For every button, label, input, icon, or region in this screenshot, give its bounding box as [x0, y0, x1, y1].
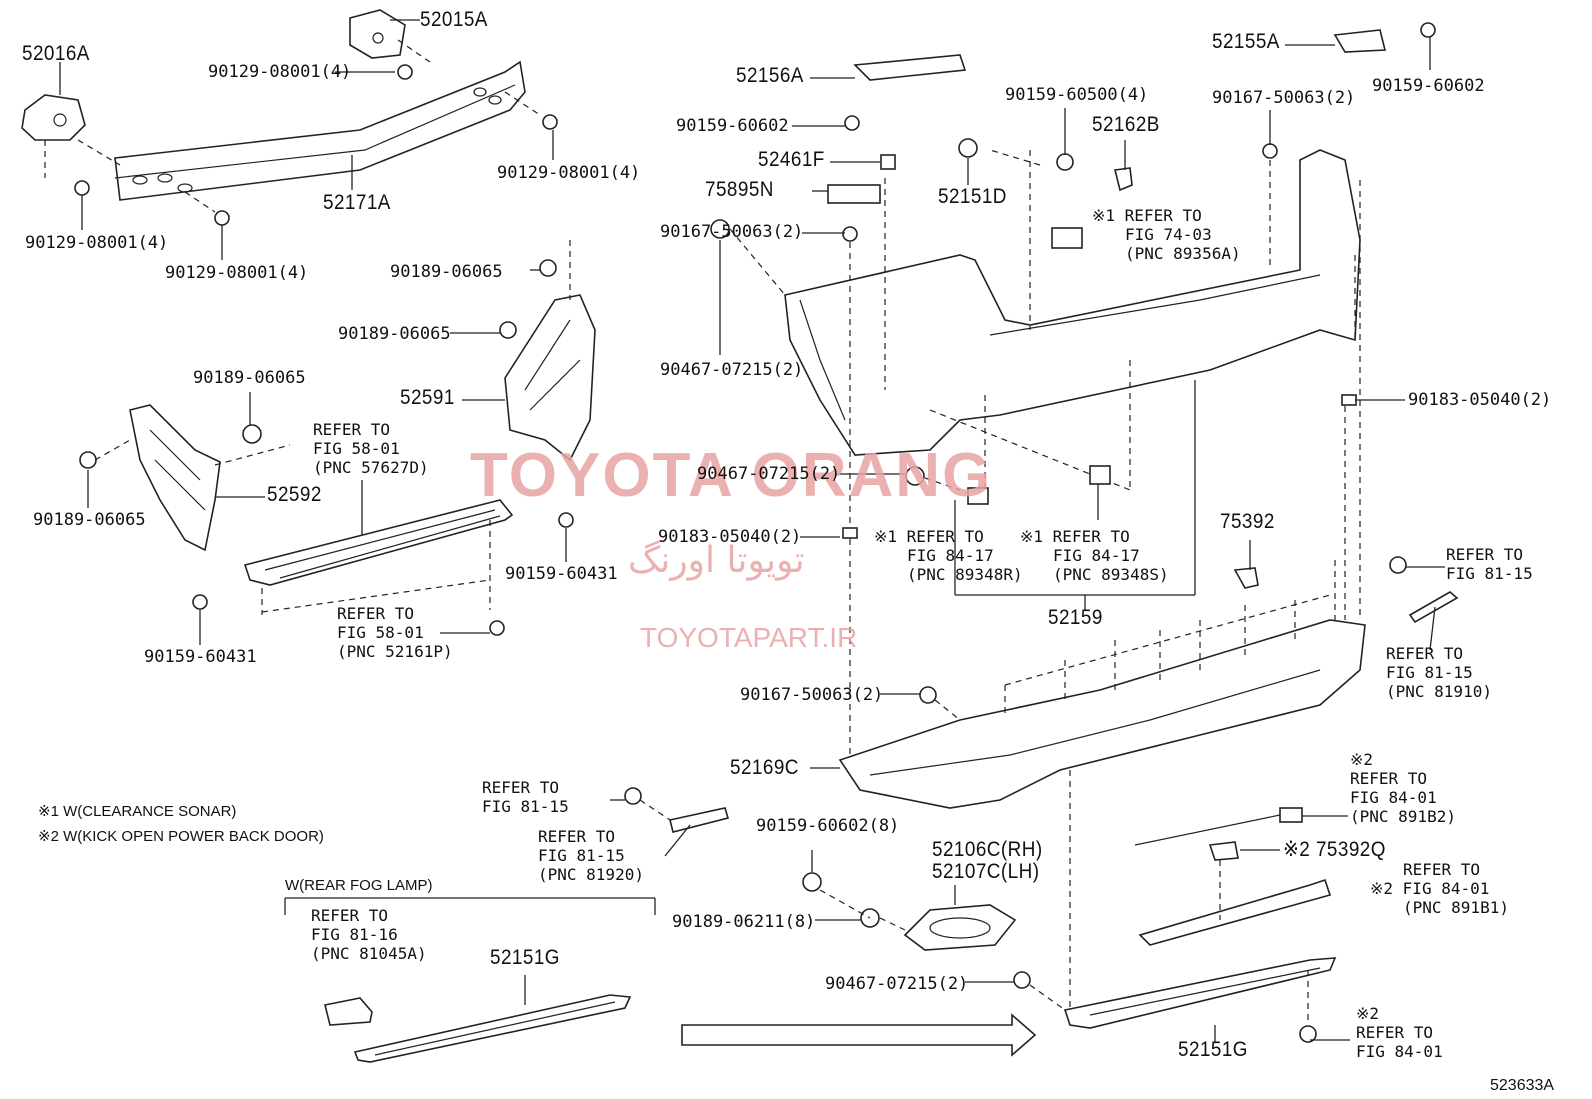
watermark-brand: TOYOTA ORANG	[470, 441, 993, 510]
bolt-90167-c: 90167-50063(2)	[740, 685, 884, 705]
bolt-90167-a: 90167-50063(2)	[660, 222, 804, 242]
bolt-90189-c: 90189-06065	[193, 368, 306, 388]
side-bracket-52592	[129, 404, 221, 552]
fog-lamp-header: W(REAR FOG LAMP)	[285, 877, 433, 894]
part-52461f: 52461F	[758, 148, 825, 171]
reinforcement-beam	[114, 60, 526, 201]
part-52159: 52159	[1048, 606, 1103, 629]
leader-lines	[44, 19, 554, 260]
exhaust-finisher	[903, 904, 1017, 951]
bolt-90189-a: 90189-06065	[390, 262, 503, 282]
bolt-90189-b: 90189-06065	[338, 324, 451, 344]
bumper-cover	[784, 149, 1361, 456]
bolt-90159-60602-a: 90159-60602	[676, 116, 789, 136]
part-52169c: 52169C	[730, 756, 799, 779]
step-pad	[243, 499, 514, 586]
part-75392: 75392	[1220, 510, 1275, 533]
bolt-90189-06211: 90189-06211(8)	[672, 912, 816, 932]
lower-garnish-right	[1063, 957, 1337, 1029]
bolt-90159-60602-b: 90159-60602	[1372, 76, 1485, 96]
lower-garnish-left	[353, 994, 632, 1063]
part-75895n: 75895N	[705, 178, 774, 201]
part-52151d: 52151D	[938, 185, 1007, 208]
ref-pnc-891b1: REFER TO※2 FIG 84-01(PNC 891B1)	[1370, 860, 1509, 917]
bolt-90189-d: 90189-06065	[33, 510, 146, 530]
bolt-90129-a: 90129-08001(4)	[208, 62, 352, 82]
clip-parts	[827, 29, 1387, 589]
part-52171a: 52171A	[323, 191, 391, 214]
part-52592: 52592	[267, 483, 322, 506]
part-52151g-right: 52151G	[1178, 1038, 1248, 1061]
fog-lamp	[324, 997, 373, 1026]
part-75392q: ※2 75392Q	[1283, 838, 1386, 861]
bolt-90159-60602-c: 90159-60602(8)	[756, 816, 900, 836]
side-bracket-52591	[504, 294, 596, 462]
part-52155a: 52155A	[1212, 30, 1280, 53]
bolt-90467-a: 90467-07215(2)	[660, 360, 804, 380]
bolt-90159-60500: 90159-60500(4)	[1005, 85, 1149, 105]
bolt-90129-d: 90129-08001(4)	[165, 263, 309, 283]
part-52162b: 52162B	[1092, 113, 1160, 136]
kick-sensor-parts	[1134, 807, 1332, 946]
part-52015a: 52015A	[420, 8, 488, 31]
note-clearance-sonar: ※1 W(CLEARANCE SONAR)	[38, 803, 237, 820]
bolt-90183-b: 90183-05040(2)	[1408, 390, 1552, 410]
watermark-persian: تویوتا اورنگ	[628, 540, 805, 581]
diagram-code: 523633A	[1490, 1077, 1555, 1094]
bolt-90159-60431-b: 90159-60431	[505, 564, 618, 584]
part-52106c: 52106C(RH)	[932, 838, 1043, 861]
lower-bumper	[838, 619, 1366, 809]
bolt-90159-60431-a: 90159-60431	[144, 647, 257, 667]
part-52156a: 52156A	[736, 64, 804, 87]
fog-lamp-bracket	[284, 897, 656, 915]
bracket-52015a	[349, 9, 406, 59]
note-kick-open: ※2 W(KICK OPEN POWER BACK DOOR)	[38, 828, 324, 845]
bracket-52016a	[21, 94, 86, 141]
bolts	[74, 22, 1436, 1043]
part-52107c: 52107C(LH)	[932, 860, 1040, 883]
part-52151g-left: 52151G	[490, 946, 560, 969]
bolt-90167-b: 90167-50063(2)	[1212, 88, 1356, 108]
bolt-90467-c: 90467-07215(2)	[825, 974, 969, 994]
part-52016a: 52016A	[22, 42, 90, 65]
reflectors	[669, 591, 1459, 833]
direction-arrow	[681, 1013, 1037, 1057]
bolt-90129-b: 90129-08001(4)	[497, 163, 641, 183]
callout-leaders	[87, 37, 1445, 1041]
part-52591: 52591	[400, 386, 455, 409]
watermark-site: TOYOTAPART.IR	[640, 622, 858, 653]
bolt-90129-c: 90129-08001(4)	[25, 233, 169, 253]
bolt-90183-a: 90183-05040(2)	[658, 527, 802, 547]
bolt-90467-b: 90467-07215(2)	[697, 464, 841, 484]
lower-bumper-dashes	[1004, 594, 1331, 1010]
